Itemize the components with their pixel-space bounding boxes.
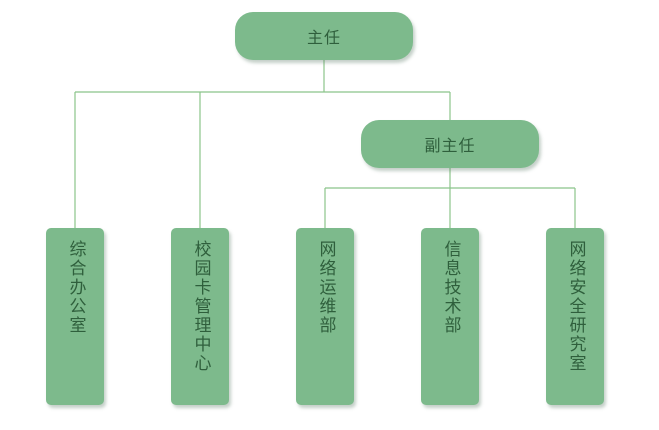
director-node: 主任 (235, 12, 413, 60)
department-label: 网络安全研究室 (565, 240, 586, 373)
department-general-office: 综合办公室 (46, 228, 104, 405)
department-label: 校园卡管理中心 (190, 240, 211, 373)
department-network-security-lab: 网络安全研究室 (546, 228, 604, 405)
director-label: 主任 (306, 28, 341, 47)
department-label: 信息技术部 (440, 240, 461, 335)
deputy-director-node: 副主任 (361, 120, 539, 168)
department-label: 网络运维部 (315, 240, 336, 335)
deputy-director-label: 副主任 (424, 136, 476, 155)
department-network-operations: 网络运维部 (296, 228, 354, 405)
department-label: 综合办公室 (65, 240, 86, 335)
department-information-technology: 信息技术部 (421, 228, 479, 405)
department-campus-card-center: 校园卡管理中心 (171, 228, 229, 405)
